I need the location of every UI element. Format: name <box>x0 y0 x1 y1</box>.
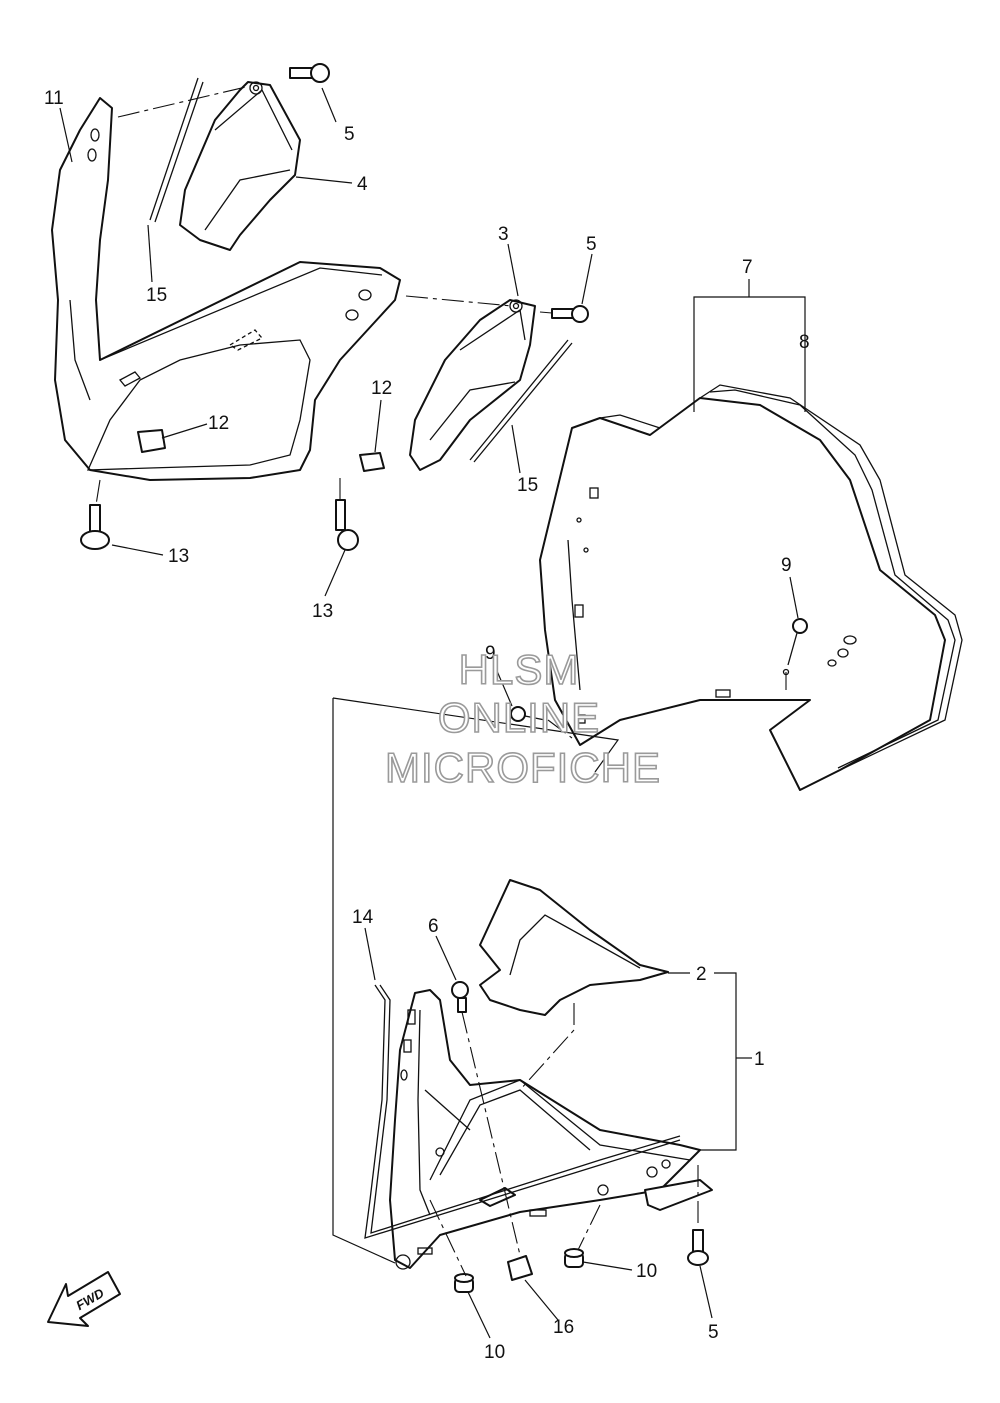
lower-cowling-part <box>389 989 713 1270</box>
screw-6 <box>451 981 469 1013</box>
callout-15-upper: 15 <box>146 285 167 306</box>
callout-11: 11 <box>44 88 64 109</box>
callout-15-lower: 15 <box>517 475 538 496</box>
callout-7: 7 <box>742 257 753 278</box>
callout-5-lower: 5 <box>708 1322 719 1343</box>
callout-13-right: 13 <box>312 601 333 622</box>
forward-arrow-icon: FWD <box>47 1271 121 1327</box>
callout-8: 8 <box>799 332 810 353</box>
nut-16 <box>507 1255 533 1281</box>
callout-14: 14 <box>352 907 374 928</box>
bolt-13-left <box>80 504 110 550</box>
callout-16: 16 <box>553 1317 574 1338</box>
assembly-lines <box>95 85 787 1277</box>
watermark: HLSM ONLINE MICROFICHE <box>384 645 661 792</box>
trim-strip-15-upper <box>149 77 204 223</box>
inner-panel-part <box>479 879 669 1016</box>
trim-strip-14 <box>364 984 681 1239</box>
screw-9-right <box>782 618 808 676</box>
callout-6: 6 <box>428 916 439 937</box>
callout-4: 4 <box>357 174 368 195</box>
screw-9-left <box>510 706 546 722</box>
bolt-13-right <box>335 499 359 551</box>
callout-3: 3 <box>498 224 509 245</box>
callout-13-left: 13 <box>168 546 189 567</box>
group-outline <box>332 697 620 1264</box>
watermark-line-3: MICROFICHE <box>385 744 661 791</box>
nut-12-right <box>359 452 385 472</box>
callout-5-middle: 5 <box>586 234 597 255</box>
callout-12-left: 12 <box>208 413 229 434</box>
callout-10-left: 10 <box>484 1342 505 1363</box>
grommet-10-left <box>454 1273 474 1293</box>
upper-cowling-part <box>51 97 401 481</box>
windshield-part <box>539 384 963 791</box>
screw-5-middle <box>551 305 589 323</box>
side-panel-4-part <box>179 81 301 251</box>
callout-9-left: 9 <box>485 643 496 664</box>
callout-9-right: 9 <box>781 555 792 576</box>
side-panel-3-part <box>409 299 536 471</box>
leader-lines <box>59 87 806 1339</box>
screw-5-upper <box>289 63 330 83</box>
callout-labels: 11 5 4 15 3 5 7 8 12 12 15 13 13 9 9 14 … <box>44 88 810 1363</box>
callout-1: 1 <box>754 1049 765 1070</box>
callout-10-right: 10 <box>636 1261 657 1282</box>
nut-12-left <box>137 429 166 453</box>
callout-12-right: 12 <box>371 378 392 399</box>
trim-strip-15-lower <box>469 339 573 463</box>
callout-2: 2 <box>696 964 707 985</box>
grommet-10-right <box>564 1248 584 1268</box>
screw-5-lower <box>687 1229 709 1266</box>
callout-5-upper: 5 <box>344 124 355 145</box>
watermark-line-1: HLSM <box>459 646 580 693</box>
watermark-line-2: ONLINE <box>438 694 600 741</box>
